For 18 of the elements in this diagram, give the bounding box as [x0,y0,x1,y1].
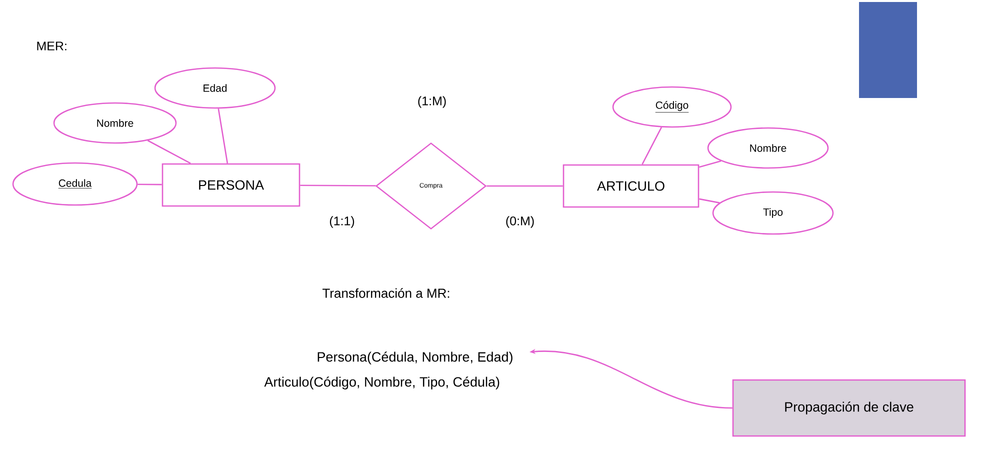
entity-box: ARTICULO [562,164,700,208]
connector [486,185,563,187]
entity-box: PERSONA [162,163,300,207]
connector [147,140,191,164]
connector [138,184,162,186]
connector [699,198,720,204]
connector [300,184,376,186]
heading-text: Transformación a MR: [322,288,450,298]
connector [698,160,722,168]
cardinality-label: (1:M) [418,96,446,108]
connector [642,127,662,165]
connector [218,108,228,164]
relation-schema-text: Articulo(Código, Nombre, Tipo, Cédula) [264,376,500,390]
note-box: Propagación de clave [732,379,966,437]
relation-schema-text: Persona(Cédula, Nombre, Edad) [318,352,512,364]
cardinality-label: (0:M) [506,216,534,228]
heading-text: MER: [37,42,66,50]
cardinality-label: (1:1) [330,216,354,228]
